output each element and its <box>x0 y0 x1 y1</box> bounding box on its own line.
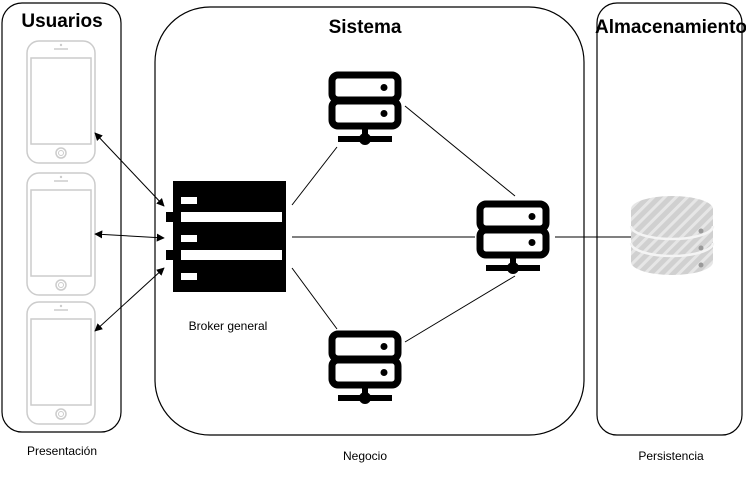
phone-broker-link-3 <box>94 267 165 332</box>
broker-rack-icon <box>166 181 286 292</box>
broker-server-bottom-link <box>291 267 338 330</box>
smartphone-icon <box>26 40 96 164</box>
server-bottom-right-link <box>404 275 516 343</box>
usuarios-title: Usuarios <box>21 11 102 32</box>
smartphone-icon <box>26 301 96 425</box>
broker-label: Broker general <box>189 319 268 333</box>
database-icon <box>629 196 715 275</box>
almacenamiento-container <box>596 2 743 436</box>
server-icon <box>480 204 546 274</box>
almacenamiento-title: Almacenamiento <box>595 17 746 38</box>
broker-server-top-link <box>291 146 338 206</box>
server-icon <box>332 334 398 404</box>
sistema-container <box>154 6 585 436</box>
phone-broker-link-2 <box>94 230 165 242</box>
usuarios-caption: Presentación <box>27 444 97 458</box>
phone-broker-link-1 <box>94 132 165 207</box>
smartphone-icon <box>26 172 96 296</box>
server-top-right-link <box>404 105 516 197</box>
almacenamiento-caption: Persistencia <box>638 449 704 463</box>
sistema-title: Sistema <box>329 17 402 38</box>
server-icon <box>332 75 398 145</box>
usuarios-container <box>1 2 122 433</box>
sistema-caption: Negocio <box>343 449 387 463</box>
